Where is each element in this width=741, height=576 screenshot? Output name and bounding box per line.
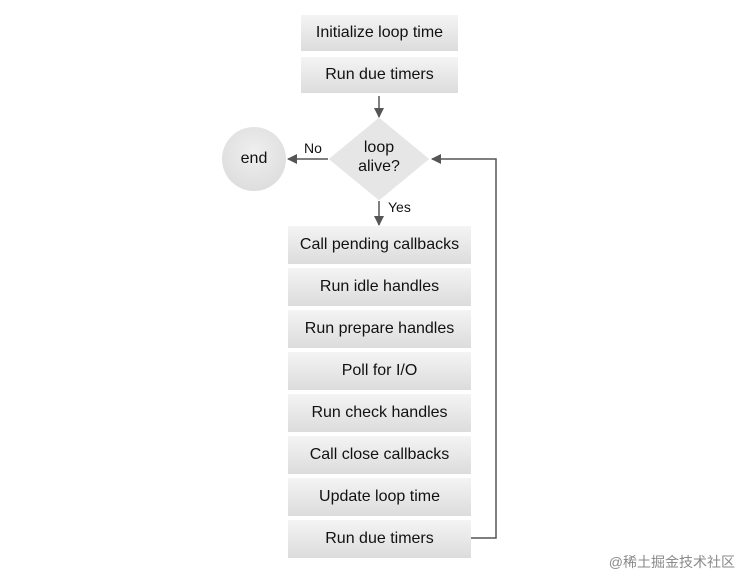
step-run-idle-handles: Run idle handles xyxy=(288,268,471,306)
watermark: @稀土掘金技术社区 xyxy=(608,554,735,570)
step-update-loop-time: Update loop time xyxy=(288,478,471,516)
step-call-close-callbacks: Call close callbacks xyxy=(288,436,471,474)
step-run-due-timers: Run due timers xyxy=(288,520,471,558)
decision-label: loop alive? xyxy=(330,138,428,176)
step-poll-for-io: Poll for I/O xyxy=(288,352,471,390)
decision-label-line1: loop xyxy=(363,139,395,156)
decision-label-line2: alive? xyxy=(358,158,400,175)
step-call-pending-callbacks: Call pending callbacks xyxy=(288,226,471,264)
end-node: end xyxy=(222,127,286,191)
step-initialize-loop-time: Initialize loop time xyxy=(301,15,458,51)
step-run-prepare-handles: Run prepare handles xyxy=(288,310,471,348)
step-run-check-handles: Run check handles xyxy=(288,394,471,432)
arrow-loop-back xyxy=(431,154,497,539)
edge-label-yes: Yes xyxy=(388,199,411,215)
edge-label-no: No xyxy=(304,140,322,156)
step-run-due-timers-initial: Run due timers xyxy=(301,57,458,93)
